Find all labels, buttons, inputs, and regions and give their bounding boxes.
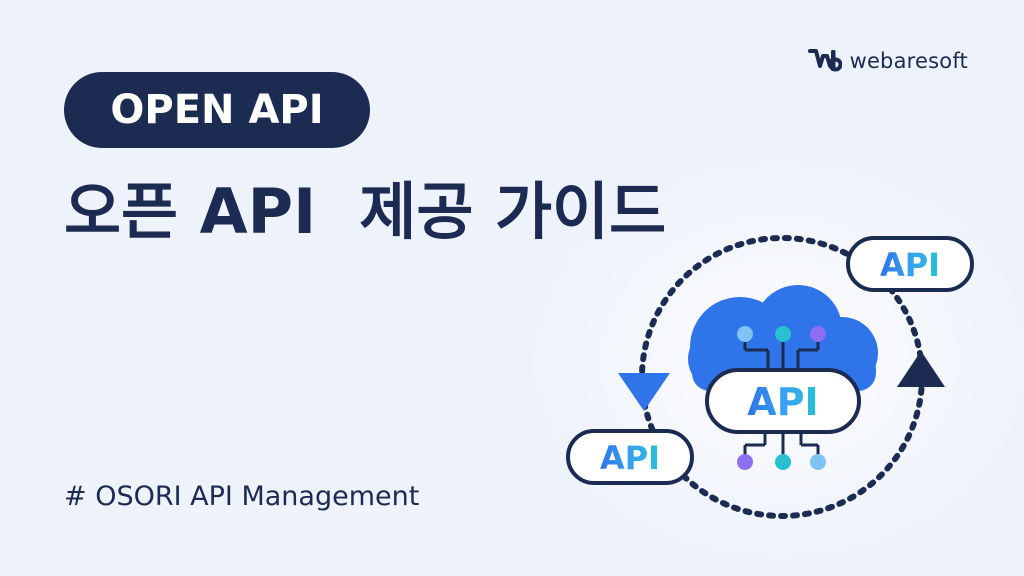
bottom-left-api-label: API	[600, 439, 660, 477]
network-node-icon	[737, 432, 826, 470]
top-right-api-label: API	[880, 246, 940, 284]
page-title: 오픈 API 제공 가이드	[64, 175, 667, 248]
brand-logo: webaresoft	[807, 48, 968, 74]
brand-name: webaresoft	[849, 49, 968, 73]
arrow-down-icon	[618, 373, 670, 411]
center-api-label: API	[747, 380, 818, 424]
bottom-left-api-pill	[566, 429, 694, 485]
api-cycle-illustration: API API API	[566, 235, 974, 519]
top-right-api-pill	[846, 236, 974, 292]
open-api-badge: OPEN API	[64, 72, 370, 148]
webaresoft-logo-icon	[807, 49, 842, 72]
arrow-up-icon	[897, 351, 945, 387]
badge-label: OPEN API	[110, 87, 324, 133]
hashtag-text: # OSORI API Management	[64, 481, 420, 512]
